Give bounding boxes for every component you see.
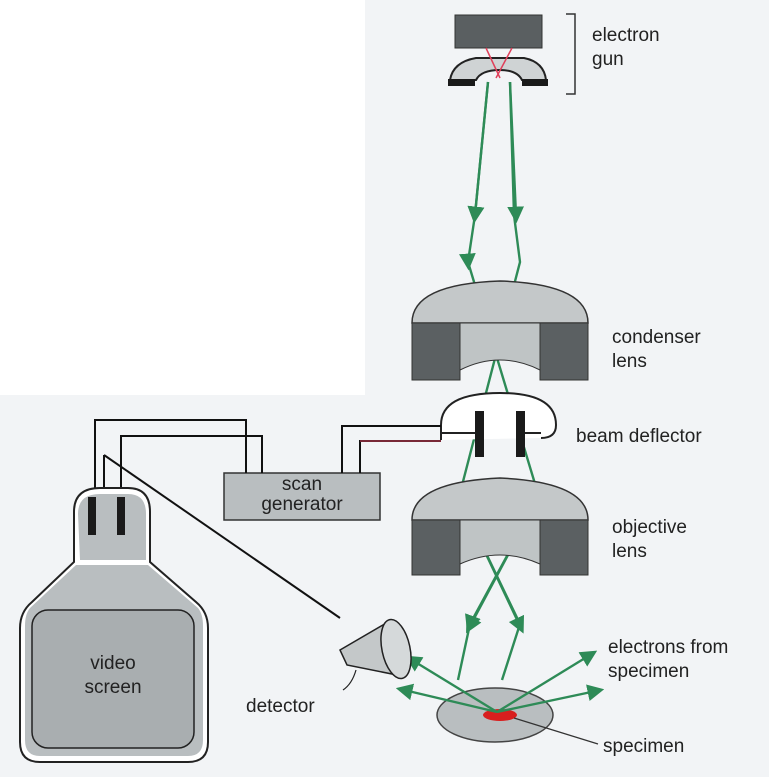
crt-pin-left (88, 497, 96, 535)
condenser-lens-left-block (411, 322, 461, 381)
electron-beam (456, 81, 549, 681)
electron-gun-base-left (448, 79, 475, 86)
detector-pointer (342, 669, 357, 691)
label-scan-generator: scan generator (224, 475, 380, 515)
crt-pin-right (117, 497, 125, 535)
electron-gun-base-right (522, 79, 548, 86)
filament-line-left (485, 47, 501, 79)
label-specimen: specimen (603, 736, 685, 757)
label-objective-lens-line1: objective (612, 517, 687, 538)
video-screen-display (31, 609, 195, 749)
beam-ray-left (456, 81, 549, 681)
condenser-lens-right-block (539, 322, 589, 381)
label-electrons-from-specimen-line2: specimen (608, 661, 690, 682)
label-condenser-lens-line2: lens (612, 351, 647, 372)
scan-generator (223, 472, 381, 521)
label-video-screen-line1: video (90, 653, 136, 674)
label-electrons-from-specimen-line1: electrons from (608, 637, 729, 658)
background-panel-right (365, 0, 769, 777)
electron-gun-bracket (566, 13, 576, 95)
detector-face (380, 618, 412, 680)
label-electron-gun-line1: electron (592, 25, 660, 46)
condenser-lens-core (459, 322, 541, 371)
objective-lens-left-block (411, 519, 461, 576)
label-scan-generator-line2: generator (261, 494, 343, 515)
specimen-pointer (513, 717, 599, 745)
objective-lens-core (459, 519, 541, 565)
emitted-electrons (395, 650, 605, 714)
label-electron-gun-line2: gun (592, 49, 624, 70)
label-objective-lens: objective lens (612, 516, 687, 564)
label-electron-gun: electron gun (592, 24, 660, 72)
label-detector: detector (246, 696, 315, 717)
condenser-lens (411, 280, 589, 381)
detector (339, 618, 412, 691)
electron-gun-anode (448, 57, 548, 81)
label-video-screen-line2: screen (84, 677, 142, 698)
objective-lens (411, 477, 589, 576)
detector-cable (103, 454, 341, 619)
label-electrons-from-specimen: electrons from specimen (608, 636, 728, 684)
wiring (94, 419, 441, 619)
label-condenser-lens: condenser lens (612, 326, 701, 374)
deflector-plate-left (475, 411, 484, 457)
label-scan-generator-line1: scan (281, 474, 323, 495)
filament-line-right (495, 47, 513, 79)
label-beam-deflector: beam deflector (576, 426, 702, 447)
specimen-spot (483, 709, 517, 721)
label-video-screen: video screen (32, 652, 194, 700)
electron-gun-cathode (454, 14, 543, 49)
video-screen-monitor (19, 487, 209, 763)
deflector-plate-right (516, 411, 525, 457)
specimen (436, 687, 599, 745)
objective-lens-right-block (539, 519, 589, 576)
label-objective-lens-line2: lens (612, 541, 647, 562)
label-condenser-lens-line1: condenser (612, 327, 701, 348)
electron-gun (448, 13, 576, 95)
beam-deflector (440, 391, 558, 457)
